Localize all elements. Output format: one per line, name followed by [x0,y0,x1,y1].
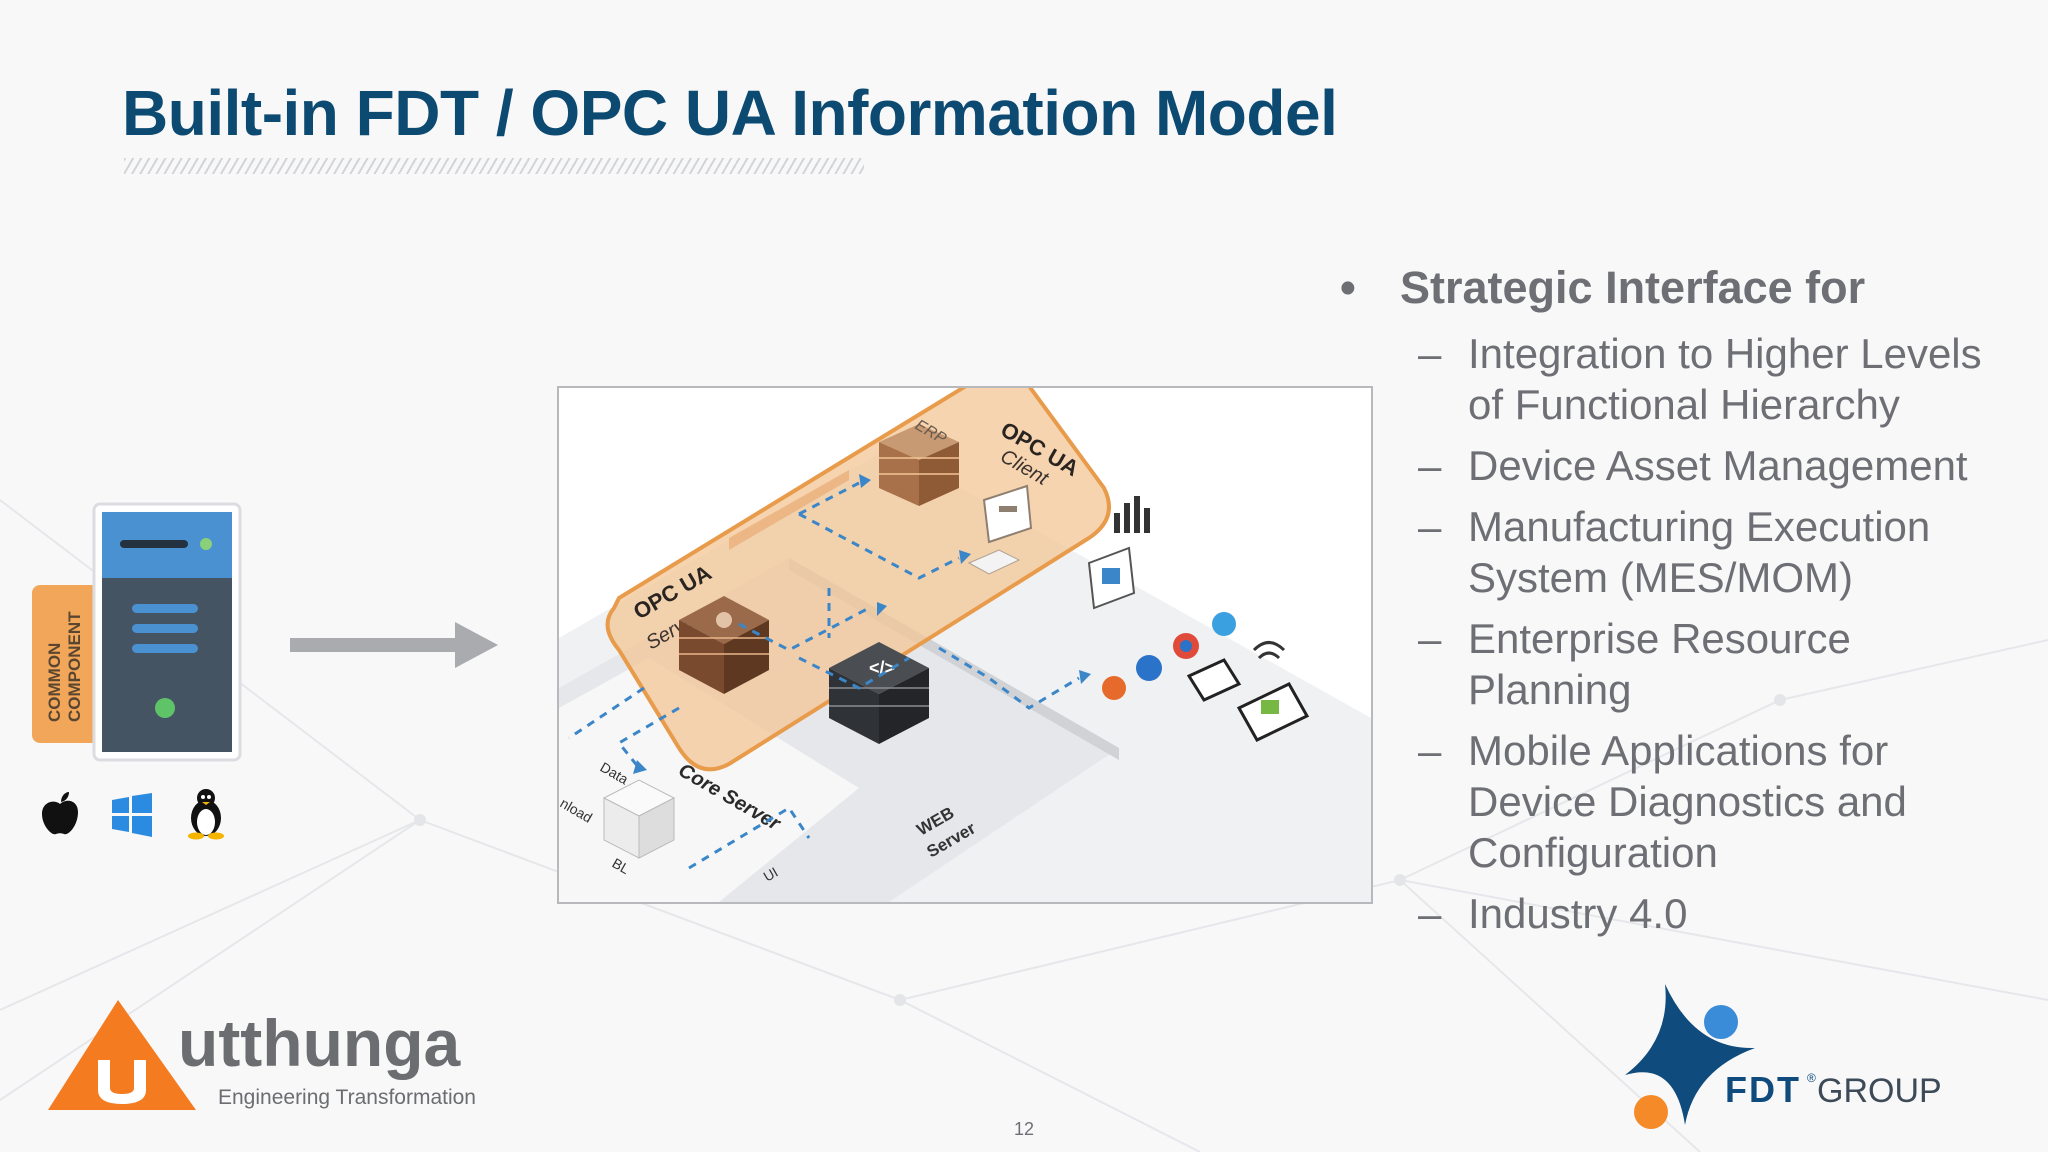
svg-text:</>: </> [869,658,895,678]
sub-bullet-line: Device Diagnostics and [1468,778,1907,825]
bl-label: BL [610,855,633,878]
apple-icon [42,792,78,835]
sub-bullet-asset-management: – Device Asset Management [1340,440,2020,491]
sub-bullet-line: Integration to Higher Levels [1468,330,1982,377]
main-bullet-text: Strategic Interface for [1400,262,1866,313]
sub-bullet-line: Enterprise Resource [1468,615,1851,662]
ui-label: UI [761,864,781,885]
analytics-chart-icon [1114,496,1150,533]
common-component-server-graphic: COMMON COMPONENT [32,502,242,762]
desktop-monitor-icon [1087,546,1136,610]
component-tab [32,585,104,743]
utthunga-tagline: Engineering Transformation [218,1086,476,1109]
main-bullet: • Strategic Interface for [1340,258,2020,318]
opc-client-monitor [967,484,1033,575]
browser-icons [1102,612,1236,700]
fdt-group-text: GROUP [1817,1072,1942,1110]
dash-marker: – [1418,727,1442,774]
right-arrow-icon [290,622,498,668]
component-label-line1: COMMON [45,643,64,722]
sub-bullet-line: Device Asset Management [1468,442,1968,489]
sub-bullet-industry-4: – Industry 4.0 [1340,888,2020,939]
sub-bullet-line: of Functional Hierarchy [1468,381,1900,428]
utthunga-logo: utthunga Engineering Transformation [48,1000,476,1110]
web-server-stack: </> [829,642,929,744]
sub-bullet-line: Planning [1468,666,1632,713]
page-number: 12 [1014,1119,1035,1139]
sub-bullet-line: Manufacturing Execution [1468,503,1931,550]
title-underline [124,158,864,174]
sub-bullet-mobile-apps: – Mobile Applications for Device Diagnos… [1340,725,2020,878]
data-flow-lines [568,481,1080,870]
sub-bullet-line: System (MES/MOM) [1468,554,1853,601]
erp-server-stack [879,424,959,506]
bullet-list: • Strategic Interface for – Integration … [1340,258,2020,939]
sub-bullet-erp: – Enterprise Resource Planning [1340,613,2020,715]
linux-icon [188,789,224,840]
dash-marker: – [1418,615,1442,662]
core-server-stack [602,779,676,859]
sub-bullet-integration: – Integration to Higher Levels of Functi… [1340,328,2020,430]
mobile-devices-icon [1186,658,1310,742]
dash-marker: – [1418,503,1442,550]
wireless-icon [1252,641,1286,660]
sub-bullet-line: Industry 4.0 [1468,890,1688,937]
opc-server-stack [679,596,769,694]
utthunga-name: utthunga [178,1006,462,1080]
sub-bullet-line: Configuration [1468,829,1718,876]
slide-title: Built-in FDT / OPC UA Information Model [122,77,1338,149]
sub-bullet-mes: – Manufacturing Execution System (MES/MO… [1340,501,2020,603]
sub-bullet-line: Mobile Applications for [1468,727,1889,774]
dash-marker: – [1418,442,1442,489]
bullet-marker: • [1340,262,1356,313]
fdt-group-logo: FDT ® GROUP [1625,984,1942,1129]
dash-marker: – [1418,330,1442,377]
component-label-line2: COMPONENT [65,611,84,722]
architecture-diagram: ERP OPC UA Client OPC UA Server [557,386,1373,904]
fdt-name: FDT [1725,1069,1801,1110]
windows-icon [112,793,152,837]
dash-marker: – [1418,890,1442,937]
fdt-registered-mark: ® [1807,1071,1816,1085]
